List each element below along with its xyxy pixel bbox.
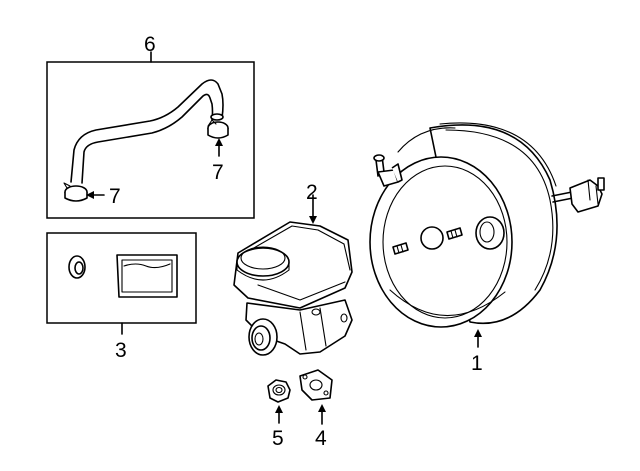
hose-clamp-upper (207, 119, 229, 139)
callout-5: 5 (272, 427, 284, 450)
booster-stud-right (446, 227, 463, 240)
callout-4: 4 (315, 427, 327, 450)
hose-clamp-lower (63, 182, 88, 202)
info-label (116, 254, 178, 298)
callout-1: 1 (471, 352, 483, 375)
callout-7-lower: 7 (109, 185, 121, 208)
vacuum-hose (70, 79, 224, 184)
callout-7-upper: 7 (212, 161, 224, 184)
box-hose-kit (46, 51, 255, 219)
grommet (68, 255, 86, 279)
brake-booster (369, 122, 605, 348)
box-seal-kit (46, 232, 197, 335)
vacuum-check-valve (373, 154, 403, 187)
nut (267, 379, 291, 424)
booster-stud-left (392, 242, 409, 255)
callout-3: 3 (115, 339, 127, 362)
gasket (299, 369, 333, 425)
callout-6: 6 (144, 33, 156, 56)
master-cylinder (233, 194, 353, 356)
callout-2: 2 (306, 181, 318, 204)
push-rod-clevis (551, 177, 605, 213)
